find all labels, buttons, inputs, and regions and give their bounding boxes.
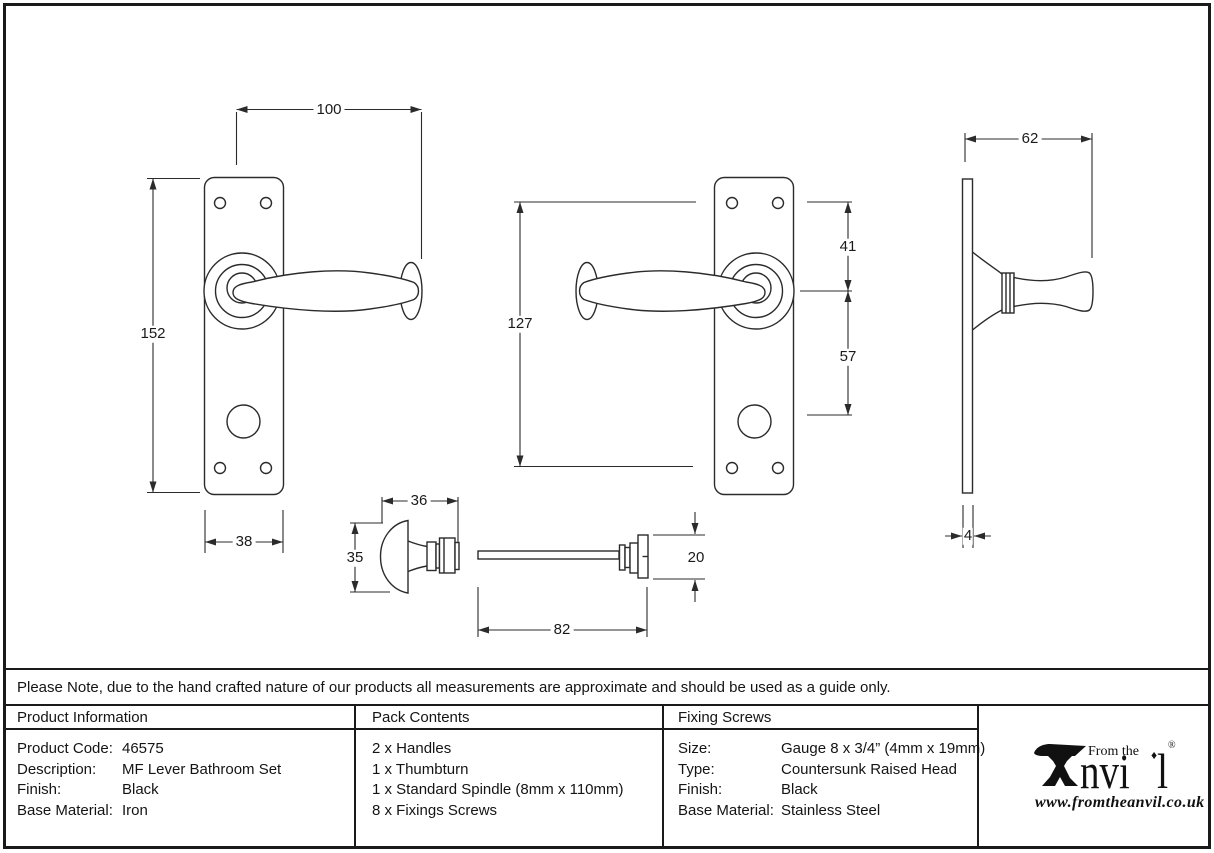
screw-size-value: Gauge 8 x 3/4” (4mm x 19mm) <box>781 740 986 757</box>
dimension-front-plate-height-label: 152 <box>137 325 169 343</box>
screw-material-value: Stainless Steel <box>781 802 881 819</box>
diamond-icon: ♦ <box>1151 748 1158 762</box>
dimension-front-plate-width-label: 38 <box>232 533 256 551</box>
spindle-drawing <box>477 534 649 579</box>
logo-website: www.fromtheanvil.co.uk <box>1035 794 1205 811</box>
dimension-spindle-to-turn-label: 57 <box>836 348 860 366</box>
logo-wordmark-nvi: nvi <box>1080 743 1130 799</box>
dimension-thumbturn-width-label: 36 <box>407 492 431 510</box>
anvil-a-logo-shape <box>1034 744 1086 786</box>
product-information-header: Product Information <box>17 709 148 726</box>
pack-contents-header: Pack Contents <box>372 709 470 726</box>
table-header-rule <box>4 728 978 730</box>
dimension-lines <box>147 106 1093 637</box>
screw-type-value: Countersunk Raised Head <box>781 761 957 778</box>
description-value: MF Lever Bathroom Set <box>122 761 282 778</box>
screw-size-label: Size: <box>678 740 712 757</box>
base-material-value: Iron <box>122 802 148 819</box>
screw-material-label: Base Material: <box>678 802 774 819</box>
dimension-fixing-to-spindle-label: 41 <box>836 238 860 256</box>
table-top-rule <box>4 704 1210 706</box>
finish-value: Black <box>122 781 159 798</box>
logo-tagline: From the <box>1088 744 1139 759</box>
dimension-spindle-length-label: 82 <box>550 621 574 639</box>
product-code-value: 46575 <box>122 740 164 757</box>
registered-mark: ® <box>1168 740 1176 751</box>
table-divider-3 <box>977 705 979 849</box>
pack-item-thumbturn: 1 x Thumbturn <box>372 761 469 778</box>
table-divider-1 <box>354 705 356 849</box>
screw-finish-label: Finish: <box>678 781 723 798</box>
screw-finish-value: Black <box>781 781 818 798</box>
handle-side-drawing <box>961 178 1094 494</box>
fixing-screws-header: Fixing Screws <box>678 709 772 726</box>
note-row-top-rule <box>4 668 1210 670</box>
base-material-label: Base Material: <box>17 802 113 819</box>
table-divider-2 <box>662 705 664 849</box>
product-code-label: Product Code: <box>17 740 113 757</box>
dimension-spindle-turn-diameter-label: 20 <box>684 549 708 567</box>
logo-wordmark-l: l <box>1157 743 1169 799</box>
pack-item-screws: 8 x Fixings Screws <box>372 802 498 819</box>
pack-item-spindle: 1 x Standard Spindle (8mm x 110mm) <box>372 781 624 798</box>
sheet-border <box>3 3 1211 849</box>
technical-drawings-canvas <box>147 106 1094 637</box>
dimension-fixing-centres-label: 127 <box>504 315 536 333</box>
dimension-front-lever-length-label: 100 <box>313 101 345 119</box>
measurement-note: Please Note, due to the hand crafted nat… <box>17 679 891 696</box>
thumbturn-drawing <box>379 519 460 594</box>
screw-type-label: Type: <box>678 761 715 778</box>
description-label: Description: <box>17 761 97 778</box>
pack-item-handles: 2 x Handles <box>372 740 452 757</box>
finish-label: Finish: <box>17 781 62 798</box>
dimension-thumbturn-height-label: 35 <box>343 549 367 567</box>
dimension-side-projection-label: 62 <box>1018 130 1042 148</box>
dimension-plate-thickness-label: 4 <box>962 526 974 545</box>
